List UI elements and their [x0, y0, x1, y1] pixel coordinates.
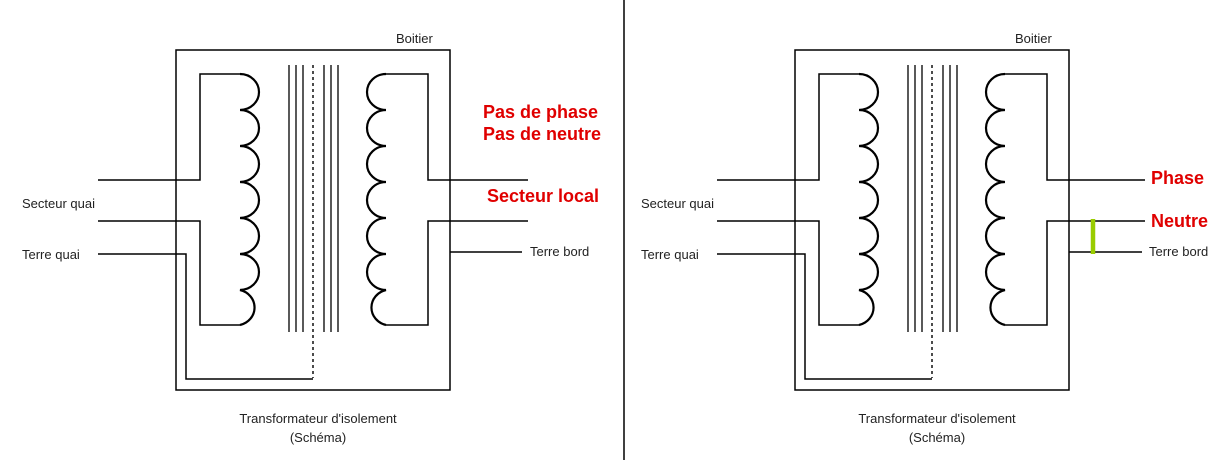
- output-label: Secteur local: [487, 186, 599, 206]
- earth-in-label: Terre quai: [22, 247, 80, 262]
- secondary-bottom-wire: [386, 220, 528, 326]
- earth-in-label: Terre quai: [641, 247, 699, 262]
- housing-label: Boitier: [396, 31, 434, 46]
- primary-top-wire: [717, 73, 859, 181]
- phase-label: Phase: [1151, 168, 1204, 188]
- iron-core: [907, 65, 958, 332]
- primary-bottom-wire: [717, 220, 859, 326]
- status-no-phase: Pas de phase: [483, 102, 598, 122]
- earth-out-label: Terre bord: [1149, 244, 1208, 259]
- housing-box: [175, 49, 451, 391]
- earth-in-wire: [98, 253, 222, 380]
- primary-coil: [239, 72, 261, 327]
- primary-top-wire: [98, 73, 240, 181]
- neutral-label: Neutre: [1151, 211, 1208, 231]
- housing-box: [794, 49, 1070, 391]
- status-no-neutral: Pas de neutre: [483, 124, 601, 144]
- earth-out-label: Terre bord: [530, 244, 589, 259]
- primary-bottom-wire: [98, 220, 240, 326]
- input-label: Secteur quai: [22, 196, 95, 211]
- caption-title: Transformateur d'isolement: [239, 411, 397, 426]
- secondary-bottom-wire: [1005, 220, 1145, 326]
- primary-coil: [858, 72, 880, 327]
- earth-in-wire: [717, 253, 841, 380]
- secondary-top-wire: [386, 73, 528, 181]
- panel-right: Boitier Secteur quai Terre quai Terre bo…: [641, 31, 1208, 445]
- secondary-coil: [984, 72, 1006, 327]
- housing-label: Boitier: [1015, 31, 1053, 46]
- iron-core: [288, 65, 339, 332]
- caption-subtitle: (Schéma): [909, 430, 965, 445]
- secondary-top-wire: [1005, 73, 1145, 181]
- panel-left: Boitier Secteur quai Terre quai Terre bo…: [22, 31, 601, 445]
- caption-title: Transformateur d'isolement: [858, 411, 1016, 426]
- caption-subtitle: (Schéma): [290, 430, 346, 445]
- secondary-coil: [365, 72, 387, 327]
- input-label: Secteur quai: [641, 196, 714, 211]
